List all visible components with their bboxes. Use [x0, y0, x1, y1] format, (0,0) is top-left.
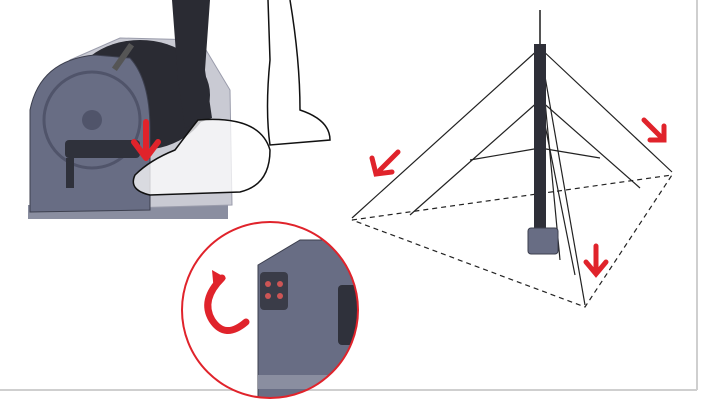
rotate-arrow-head: [212, 270, 226, 292]
reel-side-plate: [29, 54, 151, 213]
arrow-outward-icon: [369, 149, 401, 177]
stake-footprint: [351, 174, 674, 308]
arrow-outward-icon: [641, 117, 667, 143]
detail-connector: [260, 272, 288, 310]
antenna-mast: [351, 10, 674, 308]
handle-arm: [66, 158, 74, 188]
second-leg: [266, 0, 331, 146]
carry-handle: [65, 140, 140, 158]
leg-dark: [172, 0, 212, 128]
mast-base-reel: [527, 227, 559, 255]
operator-leg-and-foot: [132, 0, 331, 196]
crank-handle: [111, 42, 135, 72]
detail-ring: [181, 221, 359, 399]
rotate-arrow-icon: [204, 274, 250, 334]
mast-pole: [534, 44, 546, 244]
guy-lines: [351, 47, 673, 306]
arrow-down-icon: [131, 119, 161, 161]
outward-arrows: [369, 117, 667, 278]
foot-shoe: [132, 118, 271, 196]
reel-hub-ring: [42, 70, 142, 170]
arrow-outward-icon: [583, 243, 609, 278]
reel-hub: [82, 110, 102, 130]
